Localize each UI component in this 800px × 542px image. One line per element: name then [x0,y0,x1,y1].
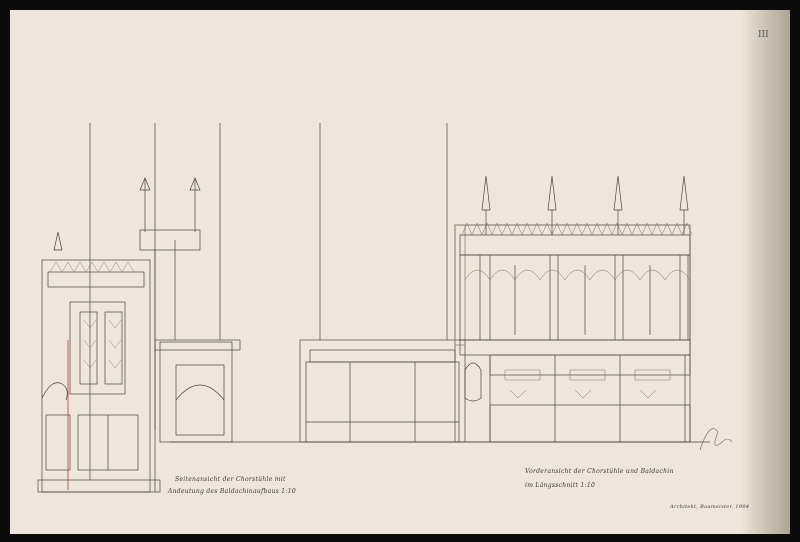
caption-left-line1: Seitenansicht der Chorstühle mit [175,476,286,483]
choir-stall-side-elevation [37,177,241,493]
caption-right-line1: Vorderansicht der Chorstühle und Baldach… [525,468,674,475]
drawing-sheet: III [10,10,790,534]
paper-stain [740,10,790,534]
signature-mark [699,428,733,451]
caption-right-line2: im Längsschnitt 1:10 [525,482,596,489]
sheet-number: III [758,30,769,40]
pedestal-block [299,339,466,443]
choir-stall-front-elevation [454,175,693,443]
architectural-elevation-drawing [37,123,733,493]
signature: Architekt, Baumeister, 1904 [670,504,750,510]
caption-left-line2: Andeutung des Baldachinaufbaus 1:10 [168,488,296,495]
